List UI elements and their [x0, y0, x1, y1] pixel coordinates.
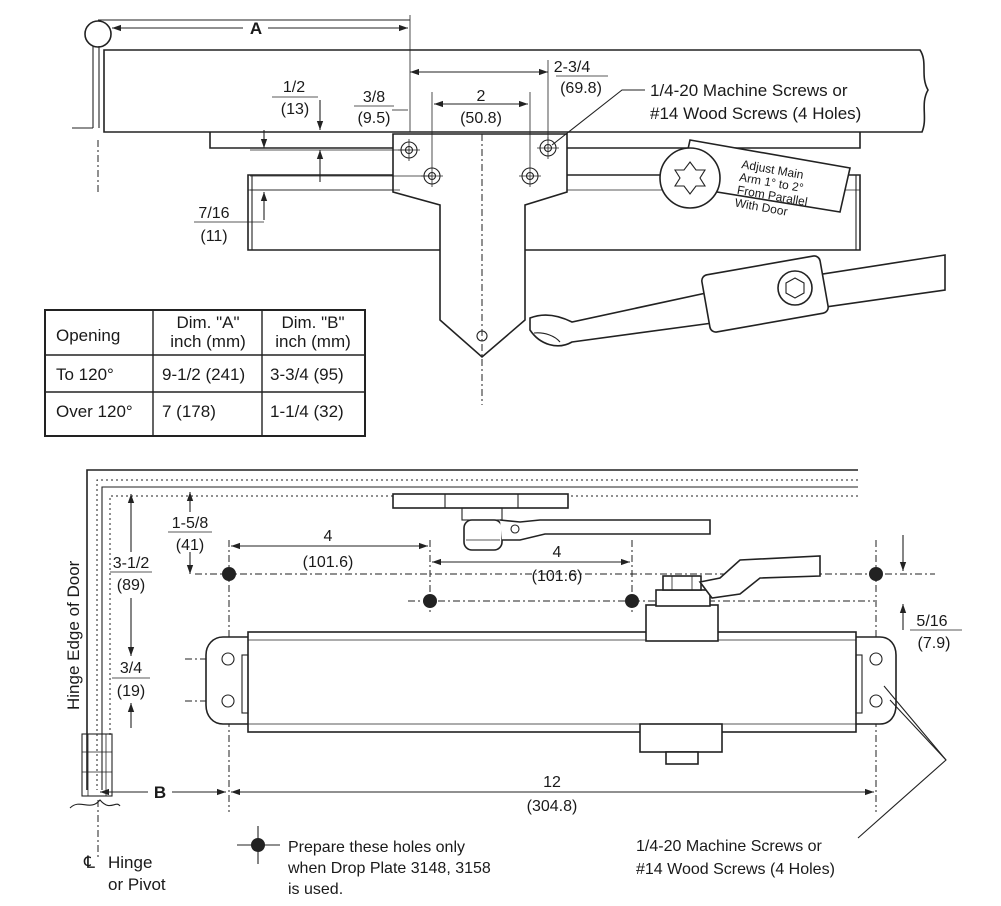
dim-3-8-mm: (9.5) — [358, 110, 391, 127]
hinge-edge-label: Hinge Edge of Door — [64, 560, 83, 710]
table-row: To 120° 9-1/2 (241) 3-3/4 (95) — [56, 365, 344, 384]
closer-mount-hole — [869, 694, 883, 708]
prepare-note-line1: Prepare these holes only — [288, 839, 465, 856]
dim-3-1-2-mm: (89) — [117, 577, 145, 594]
prepare-note-line2: when Drop Plate 3148, 3158 — [287, 860, 491, 877]
arm-bottom-main — [698, 555, 821, 599]
screws-note-top-line1: 1/4-20 Machine Screws or — [650, 81, 848, 100]
screws-note-bottom-line1: 1/4-20 Machine Screws or — [636, 838, 823, 855]
dim-b-label: B — [154, 783, 166, 802]
screws-leader-top — [551, 89, 645, 146]
dim-2-label: 2 — [477, 88, 486, 105]
table-cell: 7 (178) — [162, 402, 216, 421]
dim-7-16-mm: (11) — [200, 228, 227, 245]
arm-link-block — [701, 255, 829, 333]
dim-7-16-label: 7/16 — [198, 205, 229, 222]
arm-bottom-upper — [499, 519, 711, 541]
table-cell: 9-1/2 (241) — [162, 365, 245, 384]
table-cell: Over 120° — [56, 402, 133, 421]
dim-1-5-8-label: 1-5/8 — [172, 515, 209, 532]
table-header-opening: Opening — [56, 326, 120, 345]
dim-2-3-4-mm: (69.8) — [560, 80, 602, 97]
hinge-label-line2: or Pivot — [108, 875, 166, 894]
table-cell: 1-1/4 (32) — [270, 402, 344, 421]
dim-4-left-mm: (101.6) — [303, 554, 354, 571]
main-arm-spindle — [659, 147, 721, 209]
dim-1-5-8-mm: (41) — [176, 537, 204, 554]
spindle-housing — [645, 604, 719, 642]
closer-mount-hole — [221, 694, 235, 708]
dim-1-2-mm: (13) — [281, 101, 309, 118]
table-cell: 3-3/4 (95) — [270, 365, 344, 384]
bottom-view: Hinge Edge of Door — [64, 469, 962, 898]
hinge-pin-circle — [84, 20, 112, 48]
dim-5-16-label: 5/16 — [916, 613, 947, 630]
table-header-dim-b-units: inch (mm) — [275, 332, 351, 351]
screws-note-top-line2: #14 Wood Screws (4 Holes) — [650, 104, 861, 123]
dim-3-4-label: 3/4 — [120, 660, 142, 677]
dim-12-mm: (304.8) — [527, 798, 578, 815]
dim-a-label: A — [250, 19, 262, 38]
centerline-symbol: ℄ — [83, 853, 95, 872]
dim-3-8-label: 3/8 — [363, 89, 385, 106]
screws-note-bottom-line2: #14 Wood Screws (4 Holes) — [636, 861, 835, 878]
arm-hex-pivot — [777, 270, 813, 306]
table-cell: To 120° — [56, 365, 114, 384]
table-header-dim-a-units: inch (mm) — [170, 332, 246, 351]
hinge-label-line1: Hinge — [108, 853, 152, 872]
dim-4-right-label: 4 — [553, 544, 562, 561]
dim-3-1-2-label: 3-1/2 — [113, 555, 150, 572]
dim-4-right-mm: (101.6) — [532, 568, 583, 585]
dimension-table: Opening Dim. "A" inch (mm) Dim. "B" inch… — [44, 309, 366, 437]
prepare-holes-legend: Prepare these holes only when Drop Plate… — [237, 826, 491, 898]
dim-3-4-mm: (19) — [117, 683, 145, 700]
closer-mount-hole — [221, 652, 235, 666]
dim-12-label: 12 — [543, 774, 561, 791]
dim-4-left-label: 4 — [324, 528, 333, 545]
hinge-block — [81, 733, 113, 797]
dim-1-2-label: 1/2 — [283, 79, 305, 96]
spindle-star — [674, 161, 706, 195]
mounting-bracket — [392, 133, 568, 359]
table-row: Over 120° 7 (178) 1-1/4 (32) — [56, 402, 344, 421]
drop-plate — [392, 493, 569, 509]
top-view: Adjust Main Arm 1° to 2° From Parallel W… — [72, 15, 946, 405]
closer-body-bottom — [247, 631, 857, 733]
legend-filled-dot — [251, 838, 265, 852]
door-frame-outer — [86, 469, 858, 790]
dim-5-16-mm: (7.9) — [918, 635, 951, 652]
table-header-dim-a: Dim. "A" — [176, 313, 239, 332]
frame-header — [103, 49, 929, 133]
table-header-dim-b: Dim. "B" — [281, 313, 344, 332]
dim-2-3-4-label: 2-3/4 — [554, 59, 591, 76]
prepare-note-line3: is used. — [288, 881, 343, 898]
closer-mount-hole — [869, 652, 883, 666]
dim-2-mm: (50.8) — [460, 110, 502, 127]
